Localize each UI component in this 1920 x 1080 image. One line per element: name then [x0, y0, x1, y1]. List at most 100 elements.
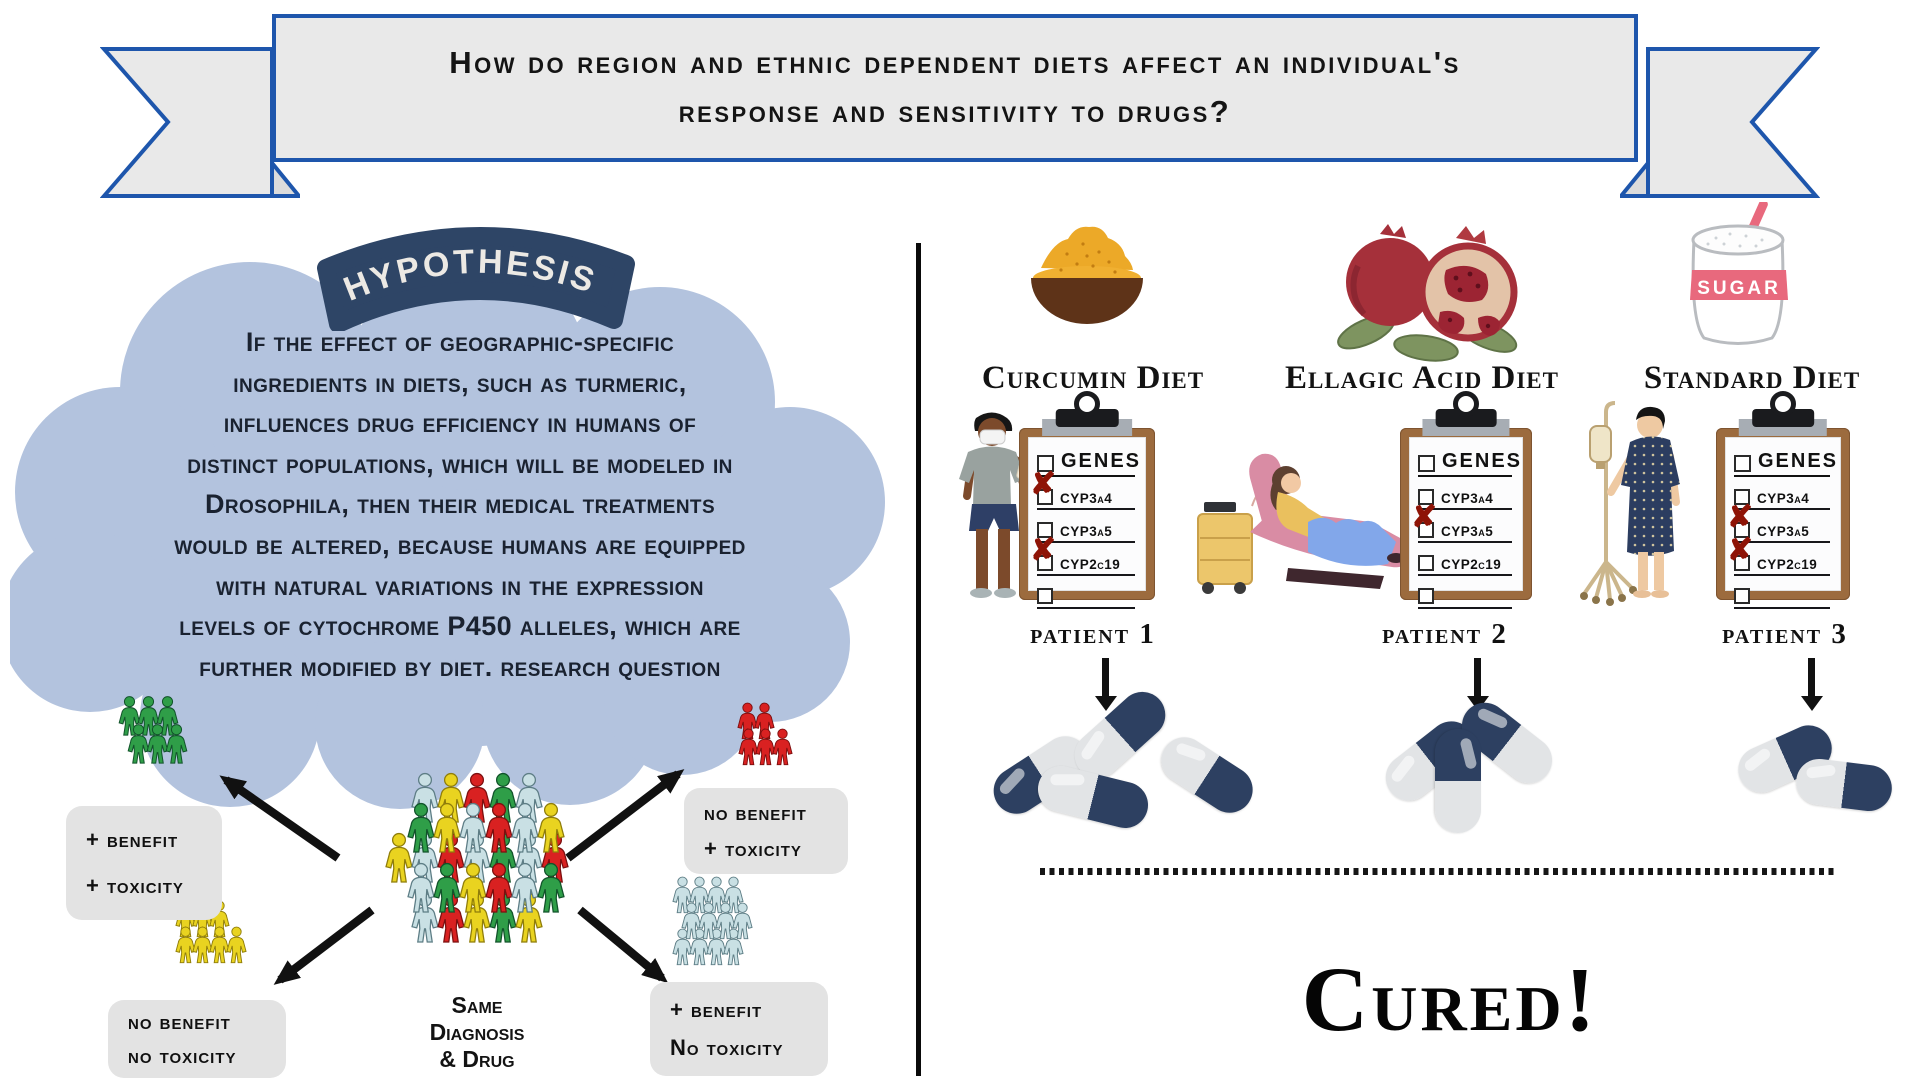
patient-3-illustration: [1580, 401, 1680, 606]
outcome-box-benefit-notoxicity: + benefit No toxicity: [650, 982, 828, 1076]
gene-row: CYP3a5 ✘: [1411, 501, 1512, 543]
gene-label: CYP3a5: [1060, 524, 1113, 539]
research-question-line1: How do region and ethnic dependent diets…: [449, 45, 1461, 81]
red-x-mark-icon: ✘: [1030, 466, 1056, 501]
gene-list-header-row: GENES: [1037, 442, 1139, 477]
pills-patient-3: [1730, 718, 1897, 832]
gene-label: CYP3a4: [1757, 491, 1810, 506]
gene-row: CYP3a4: [1418, 477, 1512, 510]
checkbox-icon: [1734, 522, 1750, 538]
gene-row: [1037, 576, 1135, 609]
outcome-line: + benefit: [86, 827, 179, 852]
same-diagnosis-drug-label: Same Diagnosis & Drug: [392, 992, 562, 1073]
hypothesis-text: If the effect of geographic-specific ing…: [40, 322, 880, 687]
gene-label: GENES: [1758, 450, 1839, 472]
capsule-icon: [1793, 756, 1895, 814]
gene-row: CYP3a5: [1037, 510, 1135, 543]
hypothesis-line: levels of cytochrome P450 alleles, which…: [179, 611, 741, 642]
pills-patient-2: [1376, 693, 1577, 873]
patient-1-label: patient 1: [1030, 618, 1156, 650]
center-label-line: & Drug: [439, 1046, 515, 1072]
research-question-banner: How do region and ethnic dependent diets…: [272, 14, 1638, 162]
gene-row: [1418, 576, 1512, 609]
patient-2-label: patient 2: [1382, 618, 1508, 650]
gene-label: CYP2c19: [1060, 557, 1121, 572]
banner-ribbon-tail-right: [1620, 47, 1820, 198]
pomegranate-illustration: [1337, 224, 1518, 362]
gene-row: CYP3a4: [1734, 477, 1830, 510]
gene-row: CYP3a5 ✘: [1727, 501, 1830, 543]
arrow-to-yellow-group: [273, 906, 375, 985]
gene-row: CYP2c19: [1418, 543, 1512, 576]
pills-patient-1: [984, 682, 1270, 867]
hypothesis-line: Drosophila, then their medical treatment…: [204, 489, 716, 520]
checkbox-icon: [1734, 489, 1750, 505]
checkbox-icon: [1418, 522, 1434, 538]
checkbox-icon: [1734, 588, 1750, 604]
hypothesis-line: influences drug efficiency in humans of: [223, 408, 697, 439]
red-x-mark-icon: ✘: [1727, 499, 1753, 534]
clipboard-ring: [1453, 391, 1479, 417]
outcome-line: no benefit: [704, 800, 807, 825]
red-x-mark-icon: ✘: [1411, 499, 1437, 534]
checkbox-icon: [1037, 555, 1053, 571]
clipboard-clip: [1752, 409, 1814, 427]
gene-row: [1734, 576, 1830, 609]
capsule-icon: [1435, 729, 1481, 833]
checkbox-icon: [1037, 455, 1054, 472]
sugar-label: SUGAR: [1697, 278, 1781, 299]
checkbox-icon: [1418, 588, 1434, 604]
patient-3-label: patient 3: [1722, 618, 1848, 650]
gene-label: GENES: [1061, 450, 1142, 472]
banner-ribbon-tail-left: [100, 47, 300, 198]
gene-label: CYP3a4: [1060, 491, 1113, 506]
gene-row: CYP3a4 ✘: [1030, 468, 1135, 510]
gene-row: CYP2c19 ✘: [1030, 534, 1135, 576]
down-arrow-patient-3: [1800, 658, 1823, 711]
gene-label: CYP2c19: [1757, 557, 1818, 572]
gene-label: CYP3a5: [1441, 524, 1494, 539]
red-x-mark-icon: ✘: [1030, 532, 1056, 567]
person-icon: [770, 724, 795, 770]
gene-list-header-row: GENES: [1734, 442, 1836, 477]
people-row: [740, 724, 791, 770]
outcome-box-benefit-toxicity: + benefit + toxicity: [66, 806, 222, 920]
clipboard-clip: [1055, 409, 1119, 427]
section-divider: [916, 243, 921, 1076]
gene-label: CYP3a4: [1441, 491, 1494, 506]
outcome-line: + toxicity: [86, 873, 184, 898]
arrow-to-blue-group: [577, 906, 669, 984]
checkbox-icon: [1418, 489, 1434, 505]
outcome-line: no benefit: [128, 1009, 231, 1034]
capsule-icon: [1152, 728, 1262, 822]
arrow-to-green-group: [219, 775, 341, 862]
outcome-arrows: [219, 769, 685, 985]
sugar-jar-illustration: SUGAR: [1690, 202, 1788, 345]
diet-title-curcumin: Curcumin Diet: [981, 360, 1205, 396]
outcome-box-nobenefit-toxicity: no benefit + toxicity: [684, 788, 848, 874]
hypothesis-line: would be altered, because humans are equ…: [174, 529, 746, 560]
clipboard-ring: [1074, 391, 1100, 417]
hypothesis-line: with natural variations in the expressio…: [216, 570, 704, 601]
research-question-line2: response and sensitivity to drugs?: [678, 94, 1232, 129]
checkbox-icon: [1734, 455, 1751, 472]
hypothesis-line: further modified by diet. research quest…: [199, 651, 721, 682]
person-icon: [730, 898, 755, 944]
hypothesis-line: distinct populations, which will be mode…: [187, 448, 733, 479]
outcome-line: no toxicity: [128, 1043, 237, 1068]
outcome-line: + benefit: [670, 997, 763, 1022]
checkbox-icon: [1037, 489, 1053, 505]
down-arrow-patient-2: [1466, 658, 1489, 711]
gene-label: CYP3a5: [1757, 524, 1810, 539]
gene-label: CYP2c19: [1441, 557, 1502, 572]
gene-row: CYP2c19✘: [1727, 534, 1830, 576]
arrow-to-red-group: [565, 769, 685, 862]
clipboard-ring: [1770, 391, 1796, 417]
dotted-separator: [1040, 868, 1836, 875]
diet-title-ellagic-acid: Ellagic Acid Diet: [1285, 360, 1559, 396]
diet-title-standard: Standard Diet: [1643, 360, 1861, 396]
center-label-line: Diagnosis: [429, 1019, 525, 1045]
